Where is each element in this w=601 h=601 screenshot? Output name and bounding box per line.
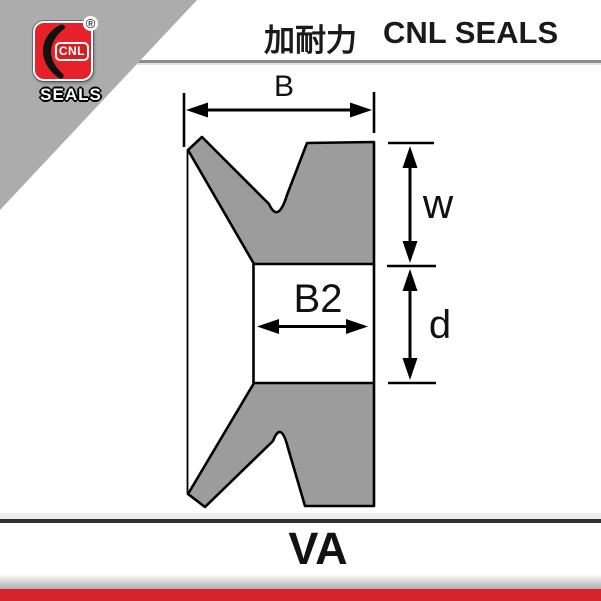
footer-divider-light xyxy=(0,513,601,519)
footer-divider xyxy=(0,519,601,523)
dim-B2-arrowhead-right xyxy=(346,319,368,334)
dim-w-arrowhead-top xyxy=(402,146,418,168)
dim-d-arrowhead-bottom xyxy=(402,358,418,380)
page-title-en: CNL SEALS xyxy=(383,15,559,50)
page-title: 加耐力 CNL SEALS xyxy=(264,15,558,60)
seal-profile-icon xyxy=(43,24,66,79)
dim-B-label: B xyxy=(274,70,294,103)
dim-d-arrowhead-top xyxy=(402,269,418,291)
model-label: VA xyxy=(288,523,348,574)
dim-B2-label: B2 xyxy=(294,277,343,321)
page-title-zh: 加耐力 xyxy=(264,23,357,58)
dim-w-arrowhead-bottom xyxy=(402,241,418,263)
dim-B-arrowhead-right xyxy=(350,102,372,118)
dim-B2-arrowhead-left xyxy=(257,319,279,334)
seal-upper-lip-shape xyxy=(186,135,376,266)
corner-triangle xyxy=(0,0,197,210)
footer-fade-strip xyxy=(0,574,601,589)
dim-B-arrowhead-left xyxy=(186,102,208,118)
logo-brand-text: CNL xyxy=(54,42,89,61)
header-divider xyxy=(0,60,601,65)
seal-lower-body-shape xyxy=(186,381,376,509)
footer-red-bar xyxy=(0,589,601,601)
dim-d-label: d xyxy=(429,303,451,347)
registered-mark-icon: ® xyxy=(83,16,98,31)
logo-wordmark: SEALS xyxy=(40,85,102,104)
logo-box: CNL ® SEALS xyxy=(33,16,101,104)
dim-w-label: w xyxy=(422,180,454,227)
